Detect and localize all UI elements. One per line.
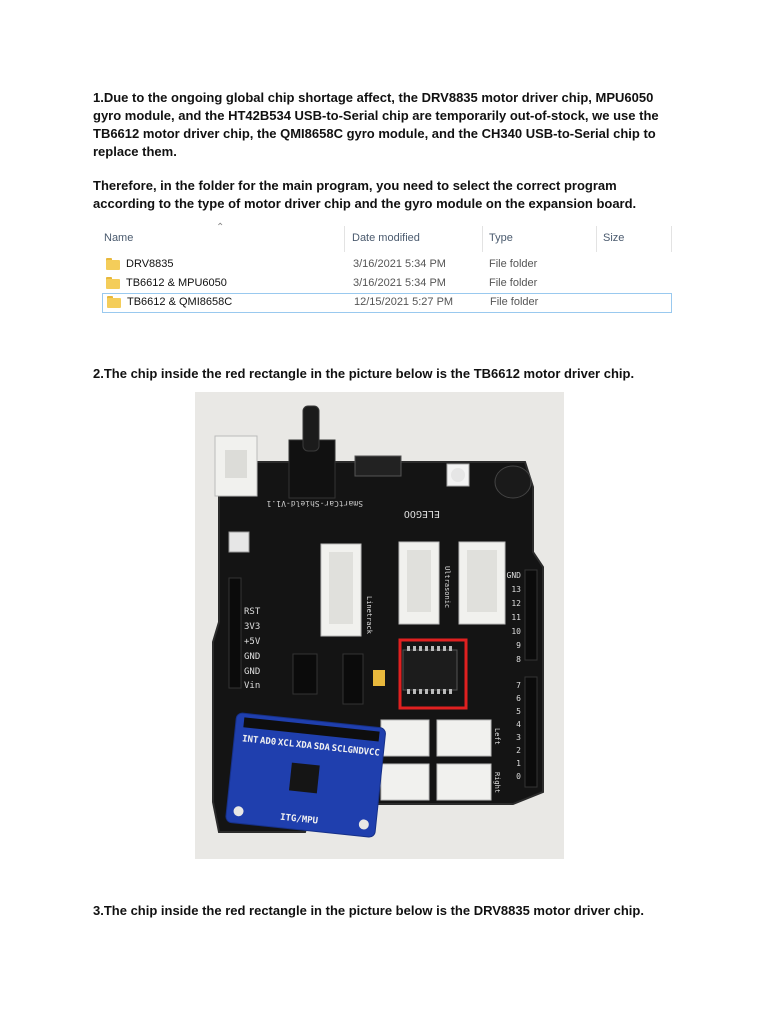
file-explorer-listing: ⌃ Name Date modified Type Size DRV8835 3… xyxy=(100,222,672,316)
gyro-pin-label: AD0 xyxy=(259,736,276,748)
pin-label: 1 xyxy=(516,759,521,768)
pin-label: 3V3 xyxy=(244,622,260,632)
folder-row-tb6612-qmi8658c[interactable]: TB6612 & QMI8658C 12/15/2021 5:27 PM Fil… xyxy=(102,293,672,313)
pin-label: GND xyxy=(244,667,260,677)
pin-label: 10 xyxy=(511,627,521,636)
mount-hole xyxy=(233,806,244,817)
ir-receiver xyxy=(494,465,532,499)
paragraph-chip-shortage: 1.Due to the ongoing global chip shortag… xyxy=(93,90,659,159)
digital-header-2 xyxy=(524,676,538,788)
pin-label: RST xyxy=(244,607,261,617)
folder-date: 3/16/2021 5:34 PM xyxy=(353,277,446,289)
folder-date: 12/15/2021 5:27 PM xyxy=(354,296,454,308)
power-header xyxy=(228,577,242,689)
folder-row-tb6612-mpu6050[interactable]: TB6612 & MPU6050 3/16/2021 5:34 PM File … xyxy=(102,275,670,293)
gyro-module-label: ITG/MPU xyxy=(280,813,319,827)
board-brand: ELEGOO xyxy=(404,508,440,519)
switch-knob xyxy=(302,405,320,452)
pin-label: 9 xyxy=(516,641,521,650)
column-header-name[interactable]: Name xyxy=(104,232,134,244)
column-header-date[interactable]: Date modified xyxy=(352,232,420,244)
gyro-pin-label: XDA xyxy=(295,740,313,752)
servo-header xyxy=(292,653,318,695)
label-right: Right xyxy=(493,772,501,793)
capacitor xyxy=(373,670,385,686)
gyro-pin-label: XCL xyxy=(277,738,295,750)
column-separator[interactable] xyxy=(482,226,483,252)
folder-date: 3/16/2021 5:34 PM xyxy=(353,258,446,270)
motor-connector xyxy=(436,763,492,801)
pin-label: 3 xyxy=(516,733,521,742)
power-connector-slot xyxy=(225,450,247,478)
column-separator[interactable] xyxy=(671,226,672,252)
pin-label: +5V xyxy=(244,637,261,647)
folder-name: DRV8835 xyxy=(126,258,174,270)
pin-label: 13 xyxy=(511,585,521,594)
column-header-type[interactable]: Type xyxy=(489,232,513,244)
reset-button xyxy=(228,531,250,553)
folder-icon xyxy=(107,296,121,308)
expansion-board-photo: ELEGOO SmartCar-Shield-V1.1 Linetrack Ul… xyxy=(195,392,564,859)
column-header-size[interactable]: Size xyxy=(603,232,625,244)
gyro-pin-label: INT xyxy=(242,734,260,746)
pin-label: 12 xyxy=(511,599,521,608)
folder-type: File folder xyxy=(490,296,539,308)
folder-name: TB6612 & QMI8658C xyxy=(127,296,233,308)
pin-label: 6 xyxy=(516,694,521,703)
slide-switch xyxy=(354,455,402,477)
power-pin-labels: RST 3V3 +5V GND GND Vin xyxy=(244,607,261,691)
sort-ascending-icon: ⌃ xyxy=(216,222,225,233)
pin-label: GND xyxy=(507,571,522,580)
folder-name: TB6612 & MPU6050 xyxy=(126,277,227,289)
motor-connector xyxy=(436,719,492,757)
pin-label: 7 xyxy=(516,681,521,690)
connector-slot xyxy=(329,552,353,624)
board-illustration: ELEGOO SmartCar-Shield-V1.1 Linetrack Ul… xyxy=(195,392,564,859)
folder-type: File folder xyxy=(489,258,538,270)
gyro-pin-label: SCL xyxy=(331,744,349,756)
folder-icon xyxy=(106,258,120,270)
column-separator[interactable] xyxy=(344,226,345,252)
pin-label: Vin xyxy=(244,681,260,691)
connector-slot xyxy=(407,550,431,612)
gyro-module: INT AD0 XCL XDA SDA SCL GND VCC ITG/MPU xyxy=(225,712,386,838)
digital-pin-labels-2: 7 6 5 4 3 2 1 0 xyxy=(516,681,521,781)
pin-label: 11 xyxy=(511,613,521,622)
gyro-pin-labels: INT AD0 XCL XDA SDA SCL GND VCC xyxy=(242,734,381,758)
motor-connector xyxy=(380,719,430,757)
column-separator[interactable] xyxy=(596,226,597,252)
folder-icon xyxy=(106,277,120,289)
label-linetrack: Linetrack xyxy=(365,596,373,635)
connector-slot xyxy=(467,550,497,612)
tb6612-chip xyxy=(402,649,458,691)
gyro-pin-label: VCC xyxy=(363,747,380,759)
folder-type: File folder xyxy=(489,277,538,289)
paragraph-drv8835-caption: 3.The chip inside the red rectangle in t… xyxy=(93,903,644,918)
gyro-module-pins xyxy=(243,717,380,742)
mount-hole xyxy=(358,819,369,830)
label-ultrasonic: Ultrasonic xyxy=(443,566,451,608)
motor-connector xyxy=(380,763,430,801)
servo-header xyxy=(342,653,364,705)
led-lens xyxy=(451,468,465,482)
pin-label: 5 xyxy=(516,707,521,716)
paragraph-select-program: Therefore, in the folder for the main pr… xyxy=(93,178,637,211)
digital-pin-labels: GND 13 12 11 10 9 8 xyxy=(507,571,522,664)
folder-row-drv8835[interactable]: DRV8835 3/16/2021 5:34 PM File folder xyxy=(102,256,670,274)
board-shield-name: SmartCar-Shield-V1.1 xyxy=(266,499,363,508)
pin-label: 8 xyxy=(516,655,521,664)
pin-label: 2 xyxy=(516,746,521,755)
chip-pins xyxy=(407,646,452,694)
pin-label: GND xyxy=(244,652,260,662)
digital-header xyxy=(524,569,538,661)
paragraph-tb6612-caption: 2.The chip inside the red rectangle in t… xyxy=(93,366,635,381)
highlight-rectangle xyxy=(398,638,468,710)
gyro-pin-label: SDA xyxy=(313,742,331,754)
pin-label: 4 xyxy=(516,720,521,729)
column-header-row: ⌃ Name Date modified Type Size xyxy=(100,222,672,252)
gyro-pin-label: GND xyxy=(347,745,365,757)
gyro-chip xyxy=(288,762,320,794)
label-left: Left xyxy=(493,728,501,745)
pin-label: 0 xyxy=(516,772,521,781)
